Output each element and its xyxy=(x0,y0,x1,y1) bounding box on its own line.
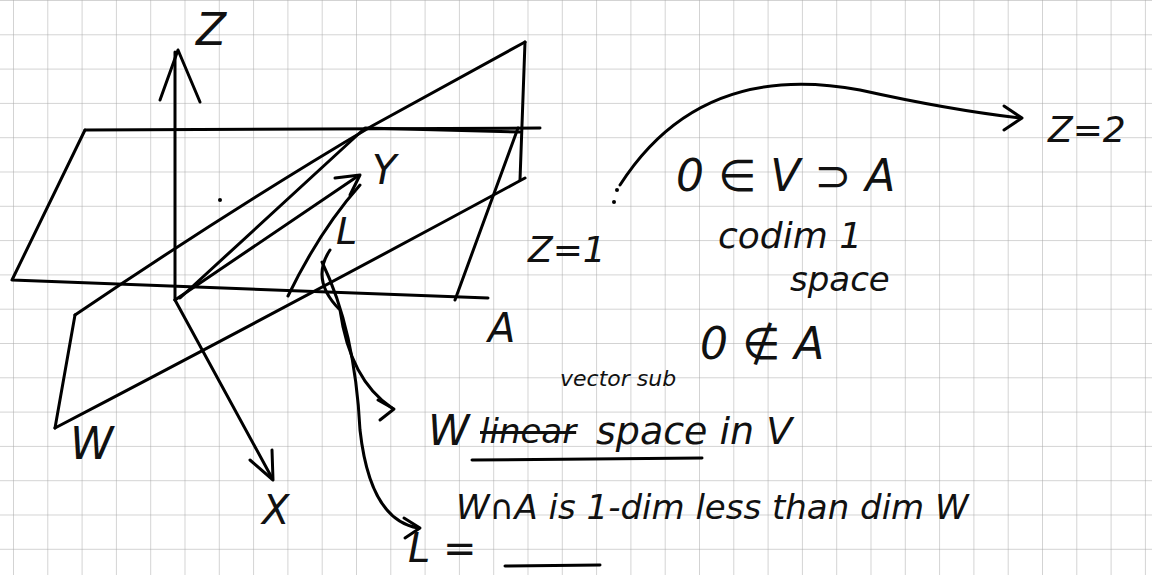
line-label: L xyxy=(336,212,357,250)
math-note: L = xyxy=(408,528,477,568)
arrow-head xyxy=(378,400,394,420)
leader-arrow xyxy=(322,262,418,528)
underline xyxy=(472,458,702,460)
math-note: codim 1 xyxy=(718,218,862,254)
axis-label: Y xyxy=(372,150,396,190)
x-axis xyxy=(175,300,272,478)
axis-label: X xyxy=(262,490,289,530)
math-note: W xyxy=(428,410,470,452)
plane-w-edge xyxy=(75,42,525,315)
dot xyxy=(615,188,619,192)
z-axis xyxy=(174,52,177,300)
dot xyxy=(218,198,222,202)
arrow-head xyxy=(1004,106,1022,130)
plane-edge xyxy=(455,128,518,300)
axis-label: Z xyxy=(196,8,226,52)
plane-w-edge xyxy=(520,42,525,180)
inserted-note: vector sub xyxy=(560,368,676,390)
line-l xyxy=(288,185,360,296)
plane-w-edge xyxy=(180,128,520,298)
plane-w-edge xyxy=(55,178,525,428)
struck-word: linear xyxy=(480,414,576,448)
plane-label: Z=2 xyxy=(1048,112,1126,148)
plane-label: Z=1 xyxy=(528,232,606,268)
arrow-head xyxy=(250,450,273,480)
plane-edge xyxy=(12,130,488,298)
math-note: 0 ∈ V ⊃ A xyxy=(676,154,895,198)
plane-w-edge xyxy=(55,315,75,428)
arrow-head xyxy=(335,175,360,195)
math-note: W∩A is 1-dim less than dim W xyxy=(456,490,969,524)
plane-label: A xyxy=(488,308,515,348)
arrow-head xyxy=(160,50,200,102)
dot xyxy=(612,200,616,204)
math-note: space xyxy=(790,262,890,296)
underline xyxy=(505,565,600,566)
math-note: 0 ∉ A xyxy=(700,322,824,366)
math-note: space in V xyxy=(596,412,792,450)
plane-label: W xyxy=(70,422,114,466)
